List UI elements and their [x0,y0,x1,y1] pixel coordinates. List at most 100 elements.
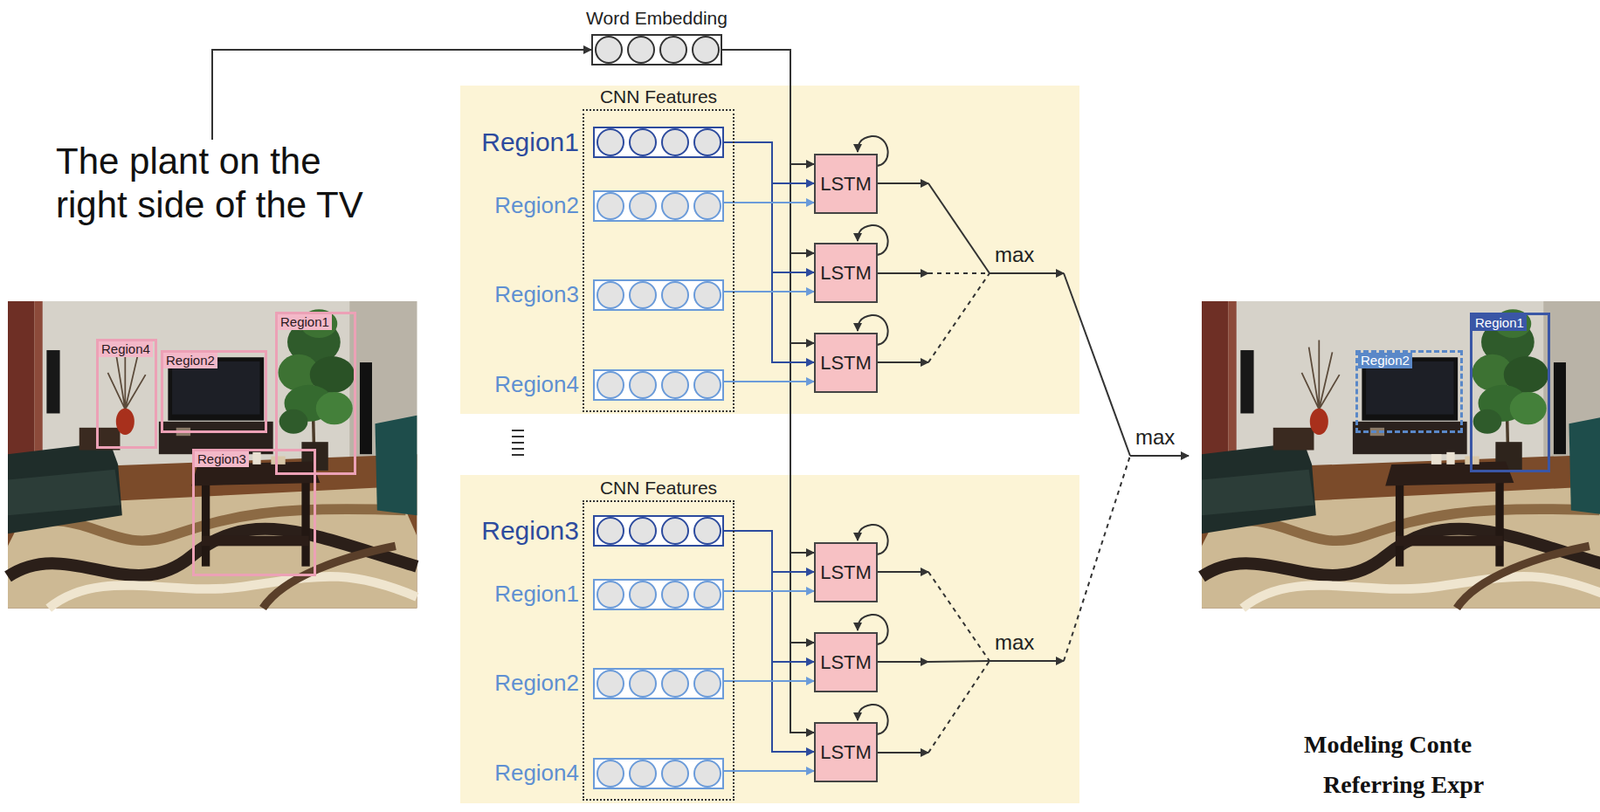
flow-arrow [724,290,814,293]
vector-unit [629,193,656,220]
vector-unit [694,581,721,608]
feature-vector: Region4 [593,369,725,401]
region-label: Region4 [494,759,580,787]
room-photo [7,301,417,609]
region-box: Region1 [1469,312,1551,473]
region-box: Region2 [160,350,268,434]
ellipsis-mark [511,429,525,456]
vector-outline [593,280,724,311]
flow-arrow [724,380,814,383]
region-label: Region2 [494,192,580,220]
feature-vector: Region1 [593,579,725,611]
context-panel [460,475,1080,804]
flow-arrow [724,680,814,683]
cell-label: LSTM [820,741,872,765]
group-heading: CNN Features [600,86,718,108]
vector-unit [694,193,721,220]
vector-unit [629,372,656,399]
vector-unit [662,517,689,545]
lstm-cell: LSTM [813,153,878,214]
title-fragment: Referring Expr [1323,770,1484,800]
vector-unit [595,36,622,63]
lstm-cell: LSTM [813,332,878,394]
flow-arrow [724,142,814,184]
flow-arrow [722,49,814,344]
flow-arrow [722,49,814,254]
room-photo [1201,301,1600,609]
cell-label: LSTM [820,651,872,675]
region-label: Region1 [481,126,580,159]
region-tag: Region1 [277,314,332,331]
flow-arrow [724,142,814,363]
query-text: The plant on the right side of the TV [55,139,393,228]
vector-unit [597,670,624,697]
vector-unit [662,372,689,399]
region-tag: Region1 [1472,315,1527,332]
max-label: max [994,242,1035,268]
flow-arrow [724,531,814,573]
query-sentence: The plant on the right side of the TV [55,139,393,228]
vector-unit [629,129,656,156]
region-tag: Region2 [1358,352,1413,369]
vector-outline [593,127,724,158]
vector-unit [692,36,719,63]
vector-outline [593,191,724,221]
cell-label: LSTM [820,262,872,285]
cell-label: LSTM [820,351,872,375]
region-label: Region2 [494,669,580,697]
vector-strip [593,369,725,401]
flow-arrow [722,49,814,165]
feature-vector: Region3 [593,279,725,311]
flow-arrow [724,770,814,773]
vector-unit [597,760,624,787]
region-tag: Region4 [98,341,153,358]
vector-unit [597,372,624,399]
vector-outline [593,579,724,610]
vector-strip [593,758,725,790]
vector-unit [597,517,624,545]
flow-arrow [724,531,814,752]
feature-vector: Region1 [593,126,725,159]
embedding-vector: Word Embedding [591,34,723,66]
vector-strip [591,34,723,66]
vector-unit [662,282,689,309]
feature-vector: Region3 [593,515,725,547]
region-label: Region1 [494,580,580,608]
flow-arrow [724,531,814,663]
vector-unit [629,517,656,545]
cell-label: LSTM [820,172,872,196]
feature-vector: Region4 [593,758,725,790]
vector-unit [694,517,721,545]
flow-arrow [212,49,592,140]
vector-unit [597,581,624,608]
flow-arrow [722,49,814,733]
region-box: Region2 [1355,350,1463,434]
vector-unit [694,760,721,787]
region-box: Region3 [192,448,317,577]
region-tag: Region3 [194,451,249,468]
vector-unit [629,282,656,309]
region-box: Region4 [96,338,158,449]
lstm-cell: LSTM [813,242,878,304]
vector-outline [593,668,724,699]
vector-unit [629,760,656,787]
feature-vector: Region2 [593,668,725,700]
title-fragment: Modeling Conte [1303,730,1472,760]
lstm-cell: LSTM [813,722,878,783]
vector-unit [694,282,721,309]
lstm-cell: LSTM [813,542,878,603]
context-panel [460,85,1080,414]
vector-strip [593,126,725,159]
vector-unit [597,129,624,156]
vector-unit [662,193,689,220]
flow-arrow [722,49,814,553]
vector-outline [593,370,724,400]
vector-strip [593,579,725,611]
vector-heading: Word Embedding [586,7,728,29]
vector-unit [662,760,689,787]
vector-unit [597,282,624,309]
vector-unit [597,193,624,220]
vector-unit [694,372,721,399]
